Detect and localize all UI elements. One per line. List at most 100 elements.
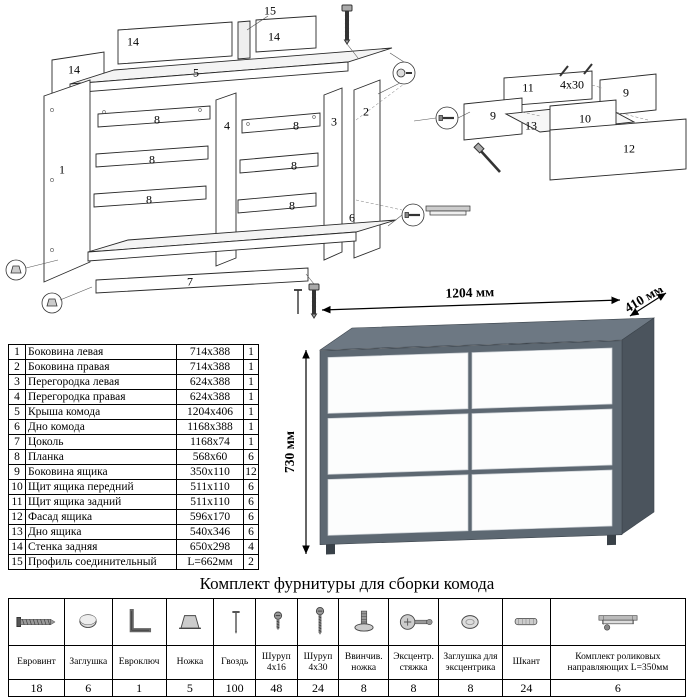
parts-table-cell: 10 — [8, 479, 26, 495]
parts-table-cell: 14 — [8, 539, 26, 555]
hardware-item-qty: 100 — [213, 679, 256, 697]
parts-table-cell: 15 — [8, 554, 26, 570]
parts-table-cell: 1 — [243, 359, 259, 375]
parts-table-cell: 1 — [8, 344, 26, 360]
parts-table-cell: 9 — [8, 464, 26, 480]
parts-table-cell: 511x110 — [176, 479, 244, 495]
parts-table-cell: 350x110 — [176, 464, 244, 480]
dresser-svg: 1204 мм 410 мм 730 мм — [282, 281, 667, 555]
width-dimension-arrow — [321, 296, 621, 314]
hardware-item-qty: 8 — [388, 679, 439, 697]
hardware-item-qty: 6 — [63, 679, 113, 697]
parts-table-cell: 1 — [243, 344, 259, 360]
hardware-item-name: Ножка — [165, 645, 215, 680]
screw-long-icon — [296, 598, 340, 646]
parts-table-cell: 13 — [8, 524, 26, 540]
parts-table-cell: 1 — [243, 374, 259, 390]
parts-table-cell: 4 — [8, 389, 26, 405]
hardware-item-name: Гвоздь — [213, 645, 256, 680]
hardware-item-qty: 1 — [111, 679, 167, 697]
assembled-dresser-render: 1204 мм 410 мм 730 мм — [280, 281, 694, 580]
parts-table-cell: 596x170 — [176, 509, 244, 525]
parts-table-cell: 11 — [8, 494, 26, 510]
hardware-item-name: Шуруп 4x16 — [254, 645, 298, 680]
depth-dimension-label: 410 мм — [622, 288, 666, 315]
exploded-view-svg — [5, 4, 687, 319]
parts-table-cell: Фасад ящика — [25, 509, 177, 525]
parts-table-cell: Щит ящика передний — [25, 479, 177, 495]
parts-table-cell: Цоколь — [25, 434, 177, 450]
parts-table-cell: Крыша комода — [25, 404, 177, 420]
height-dimension-label: 730 мм — [282, 431, 297, 473]
parts-table-cell: Дно комода — [25, 419, 177, 435]
parts-table-cell: Перегородка левая — [25, 374, 177, 390]
parts-table-cell: 1168x388 — [176, 419, 244, 435]
hardware-item-name: Эксцентр. стяжка — [388, 645, 439, 680]
parts-table-cell: 1168x74 — [176, 434, 244, 450]
parts-table-cell: 6 — [243, 479, 259, 495]
parts-table-cell: 2 — [243, 554, 259, 570]
hardware-item-name: Евровинт — [8, 645, 65, 680]
parts-table-cell: 568x60 — [176, 449, 244, 465]
hardware-item-name: Ввинчив. ножка — [338, 645, 390, 680]
hardware-item-qty: 8 — [338, 679, 390, 697]
parts-table-cell: 511x110 — [176, 494, 244, 510]
hardware-icon-row — [8, 598, 687, 646]
parts-table-cell: 12 — [8, 509, 26, 525]
parts-table-cell: Боковина правая — [25, 359, 177, 375]
parts-table-cell: Боковина ящика — [25, 464, 177, 480]
parts-table-cell: 714x388 — [176, 359, 244, 375]
hardware-item-qty: 6 — [549, 679, 687, 697]
parts-table-cell: 1 — [243, 434, 259, 450]
parts-table-cell: Стенка задняя — [25, 539, 177, 555]
hardware-item-qty: 24 — [501, 679, 551, 697]
leg-icon — [165, 598, 215, 646]
hardware-item-name: Комплект роликовых направляющих L=350мм — [549, 645, 687, 680]
parts-table-cell: 8 — [8, 449, 26, 465]
parts-table-cell: Щит ящика задний — [25, 494, 177, 510]
parts-table-cell: 1 — [243, 419, 259, 435]
width-dimension-label: 1204 мм — [445, 288, 494, 301]
roller-slides-icon — [549, 598, 687, 646]
parts-table-cell: 1 — [243, 404, 259, 420]
parts-table-cell: 650x298 — [176, 539, 244, 555]
parts-table-cell: 624x388 — [176, 374, 244, 390]
screw-leg-icon — [338, 598, 390, 646]
parts-table-cell: 6 — [243, 449, 259, 465]
nail-icon — [213, 598, 256, 646]
parts-table-cell: 540x346 — [176, 524, 244, 540]
parts-table-cell: 6 — [243, 524, 259, 540]
parts-table-cell: 624x388 — [176, 389, 244, 405]
parts-table-cell: 7 — [8, 434, 26, 450]
parts-table-cell: 4 — [243, 539, 259, 555]
parts-table-cell: Боковина левая — [25, 344, 177, 360]
exploded-diagram — [0, 0, 694, 335]
parts-table-cell: 1204x406 — [176, 404, 244, 420]
hardware-item-qty: 24 — [296, 679, 340, 697]
hardware-kit-title: Комплект фурнитуры для сборки комода — [199, 574, 495, 593]
parts-table-cell: 6 — [243, 494, 259, 510]
hardware-item-name: Заглушка для эксцентрика — [437, 645, 503, 680]
parts-table-cell: 2 — [8, 359, 26, 375]
hardware-item-qty: 5 — [165, 679, 215, 697]
parts-table-cell: L=662мм — [176, 554, 244, 570]
hardware-item-name: Заглушка — [63, 645, 113, 680]
hardware-item-name: Шуруп 4x30 — [296, 645, 340, 680]
parts-table-cell: 3 — [8, 374, 26, 390]
parts-table-cell: 5 — [8, 404, 26, 420]
parts-table-cell: Перегородка правая — [25, 389, 177, 405]
